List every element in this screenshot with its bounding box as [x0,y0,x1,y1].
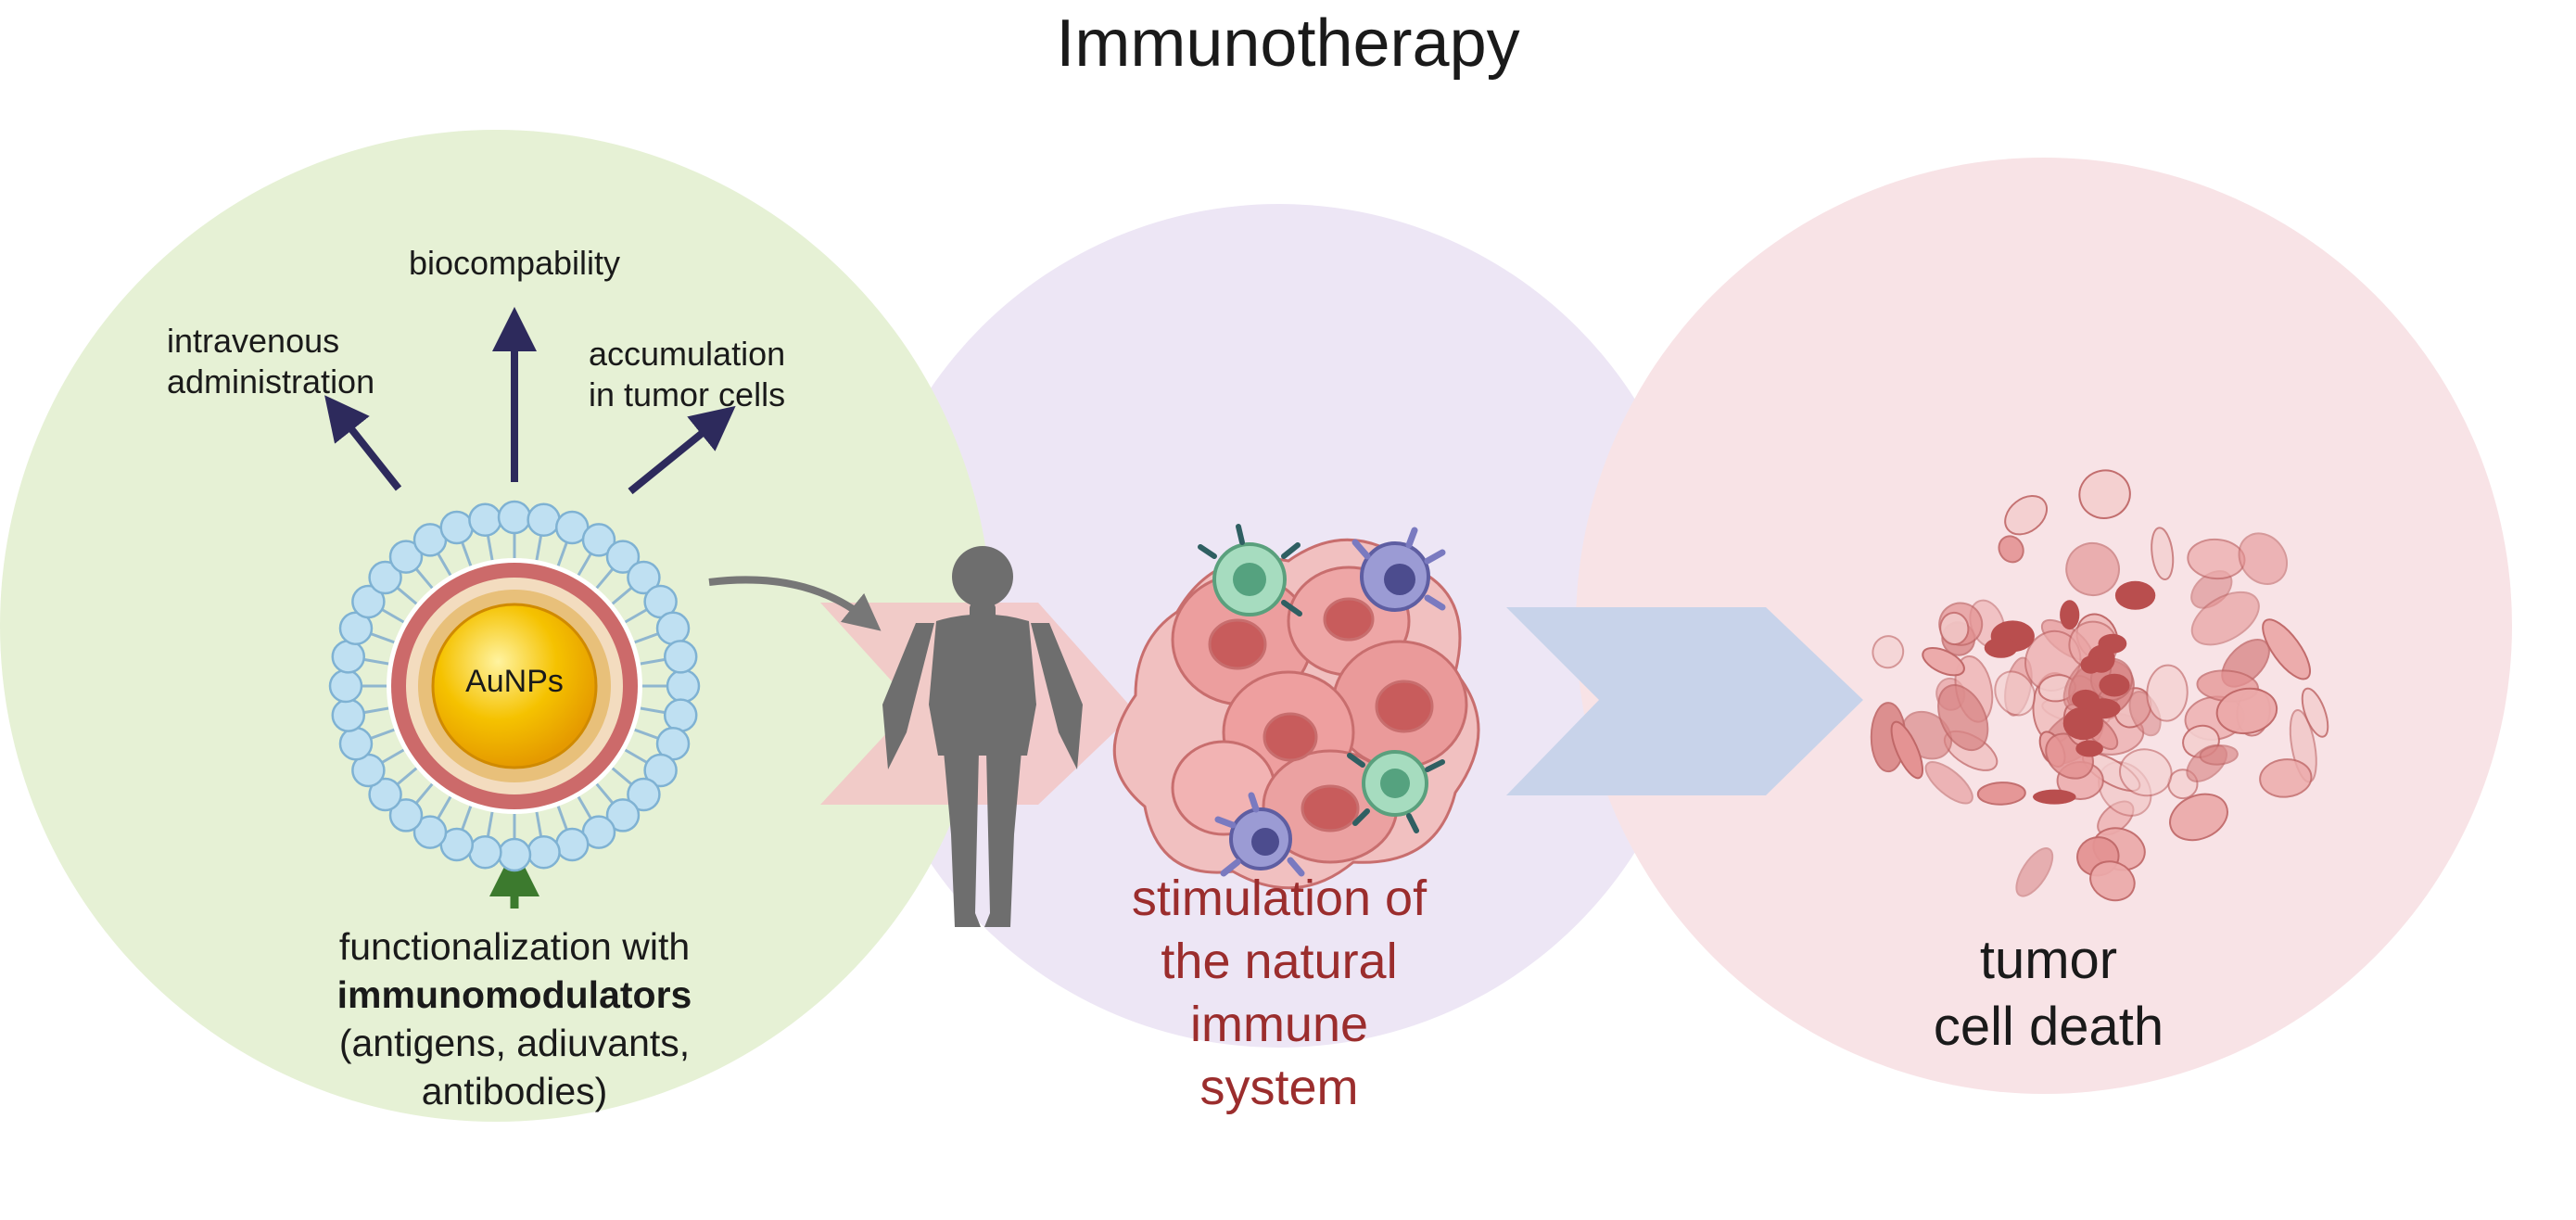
label-intravenous-administration: intravenous administration [167,321,374,402]
label-line: antibodies) [421,1070,608,1112]
lipid-head [627,777,661,812]
lipid-head [331,640,366,674]
label-line: system [1199,1060,1359,1115]
label-line: in tumor cells [589,375,786,413]
arrow-accumulation [628,405,736,495]
lipid-head [328,668,363,704]
cell-fragment [2089,860,2136,902]
label-line: tumor [1979,930,2118,990]
cell-fragment [2078,469,2131,519]
cell-fragment [1937,684,1989,752]
lipid-head [468,834,502,870]
liposome-nanoparticle [328,500,701,872]
cell-fragment [2215,687,2278,735]
lipid-head [663,698,698,732]
fragment-nucleus [2033,789,2076,805]
lipid-head [663,640,698,674]
lipid-head [497,500,532,535]
cell-fragment [1976,782,2026,806]
cell-fragment [2190,591,2260,646]
dead-tumor-cells [1870,469,2329,902]
lipid-head [388,540,424,574]
person-icon [882,546,1083,927]
cell-fragment [1998,535,2024,564]
cell-fragment [2199,744,2239,766]
lipid-head [605,798,641,832]
fragment-nucleus [2114,580,2156,610]
cell-fragment [1922,647,1965,677]
cell-fragment [1924,761,1973,805]
dendritic-cell-purple-2 [1214,792,1305,877]
arrow-to-patient [708,576,882,631]
diagram-title: Immunotherapy [1056,6,1520,81]
fragment-nucleus [2080,655,2101,674]
cell-fragment [2015,847,2054,897]
label-functionalization: functionalization with immunomodulators … [250,922,779,1115]
lipid-head [338,726,374,761]
lipid-head [468,502,502,538]
label-line: immune [1189,997,1369,1052]
fragment-nucleus [2089,698,2113,717]
lipid-head [388,798,424,832]
cell-fragment [2301,687,2329,738]
fragment-nucleus [2099,673,2130,697]
fragment-nucleus [1984,637,2018,658]
label-immune-stimulation: stimulation of the natural immune system [1075,867,1483,1119]
t-cell-green-2 [1347,750,1445,833]
gold-core [431,603,598,769]
cell-fragment [2259,758,2313,798]
cell-fragment [2151,527,2175,581]
lipid-head [655,611,691,646]
lipid-head [351,584,386,619]
chevron-arrow-blue [1506,607,1863,795]
label-line: the natural [1161,934,1398,989]
cell-fragment [1994,670,2037,717]
dendritic-cell-purple [1351,527,1446,612]
lipid-head [368,560,402,595]
aunps-core-label: AuNPs [465,664,564,699]
cell-fragment [2065,541,2120,597]
label-line: (antigens, adiuvants, [338,1022,691,1064]
label-line: stimulation of [1131,871,1428,926]
lipid-head [527,834,561,870]
label-tumor-cell-death: tumor cell death [1882,927,2215,1061]
fragment-nucleus [2075,740,2103,757]
cell-fragment [1872,635,1905,669]
lipid-head [643,753,678,788]
fragment-nucleus [2060,600,2080,630]
lipid-head [627,560,661,595]
lipid-head [554,827,590,862]
cell-fragment [1939,611,1970,646]
cell-fragment [2004,495,2048,536]
cell-fragment [2146,664,2189,722]
lipid-head [605,540,641,574]
lipid-head [439,510,475,545]
label-biocompability: biocompability [408,244,621,282]
lipid-head [368,777,402,812]
cell-fragment [2119,748,2173,797]
cell-fragment [2238,532,2289,585]
lipid-head [412,815,448,849]
lipid-head [666,668,701,704]
label-line: intravenous [167,322,340,360]
arrow-intravenous [324,395,402,491]
label-line: accumulation [589,335,786,373]
lipid-head [497,837,532,872]
cell-fragment [1890,720,1924,780]
lipid-head [331,698,366,732]
cell-fragment [2262,618,2311,680]
lipid-head [527,502,561,538]
label-line: administration [167,362,375,400]
label-accumulation: accumulation in tumor cells [589,334,785,415]
label-line: cell death [1933,997,2164,1057]
label-immunomodulators: immunomodulators [336,973,692,1016]
tumor-immune-cluster [1112,524,1480,890]
label-line: functionalization with [338,925,691,968]
fragment-nucleus [2062,706,2103,741]
t-cell-green [1198,524,1302,616]
lipid-head [581,523,616,557]
